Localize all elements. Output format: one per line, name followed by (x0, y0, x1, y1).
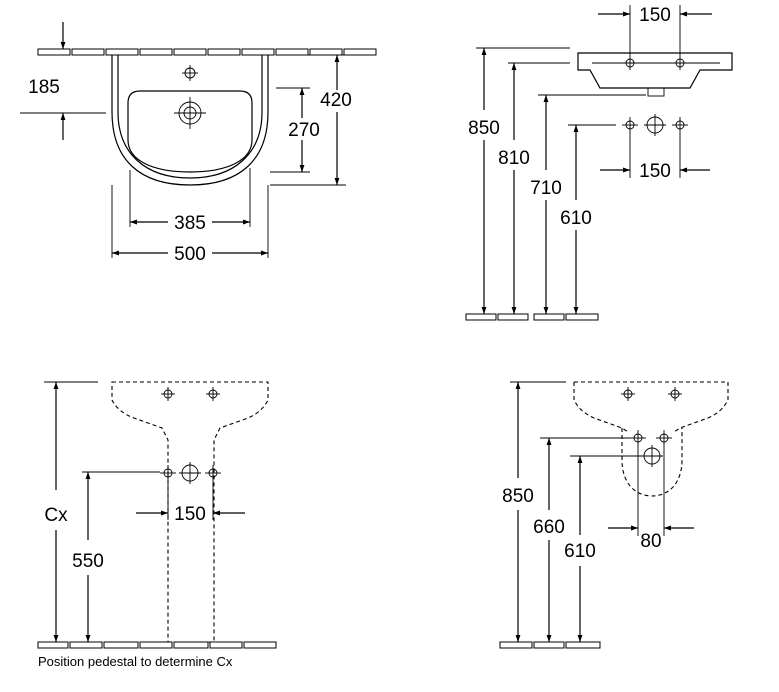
tap-hole-icon (623, 56, 637, 70)
dim-150-label: 150 (174, 504, 206, 525)
dim-610-label: 610 (560, 208, 592, 229)
dim-270-label: 270 (288, 120, 320, 141)
side-view: 150 850 810 710 610 (465, 5, 733, 321)
tap-hole-icon (161, 387, 175, 401)
caption-text: Position pedestal to determine Cx (38, 654, 233, 669)
dim-610-label: 610 (564, 541, 596, 562)
dim-850-label: 850 (502, 486, 534, 507)
basin-outline (111, 55, 269, 186)
floor-tiles (499, 641, 601, 649)
dim-810-label: 810 (498, 148, 530, 169)
basin-dashed-outline (574, 381, 729, 433)
dim-850-label: 850 (468, 118, 500, 139)
tap-hole-icon (668, 387, 682, 401)
semi-pedestal-view: 850 660 610 80 (499, 381, 729, 649)
water-supply-icon (622, 117, 638, 133)
water-supply-icon (656, 430, 672, 446)
dim-550-label: 550 (72, 551, 104, 572)
dim-710-label: 710 (530, 178, 562, 199)
dim-cx-label: Cx (44, 505, 68, 526)
drain-icon (174, 97, 206, 129)
bowl-outline (127, 90, 253, 173)
water-supply-icon (672, 117, 688, 133)
floor-tiles (465, 313, 599, 321)
water-supply-icon (160, 465, 176, 481)
basin-dashed-outline (111, 381, 269, 643)
dim-80-label: 80 (640, 531, 661, 552)
dim-420-label: 420 (320, 90, 352, 111)
dim-660-label: 660 (533, 517, 565, 538)
pedestal-view: 150 Cx 550 Position pedestal to determin… (37, 381, 277, 669)
semi-pedestal-dashed-outline (621, 428, 683, 497)
tap-hole-icon (206, 387, 220, 401)
dim-385-label: 385 (174, 213, 206, 234)
tap-hole-icon (621, 387, 635, 401)
waste-outlet-icon (641, 445, 663, 467)
tap-hole-icon (182, 65, 198, 81)
dim-500-label: 500 (174, 244, 206, 265)
water-supply-icon (205, 465, 221, 481)
dim-185-label: 185 (28, 77, 60, 98)
waste-outlet-icon (644, 114, 666, 136)
dim-150-top-label: 150 (639, 5, 671, 26)
dim-150-wall-label: 150 (639, 161, 671, 182)
waste-outlet-icon (179, 462, 201, 484)
floor-tiles (37, 641, 277, 649)
tap-hole-icon (673, 56, 687, 70)
top-view: 185 420 270 385 500 (20, 22, 377, 265)
basin-front (577, 52, 733, 89)
wall-tiles (37, 48, 377, 56)
water-supply-icon (630, 430, 646, 446)
